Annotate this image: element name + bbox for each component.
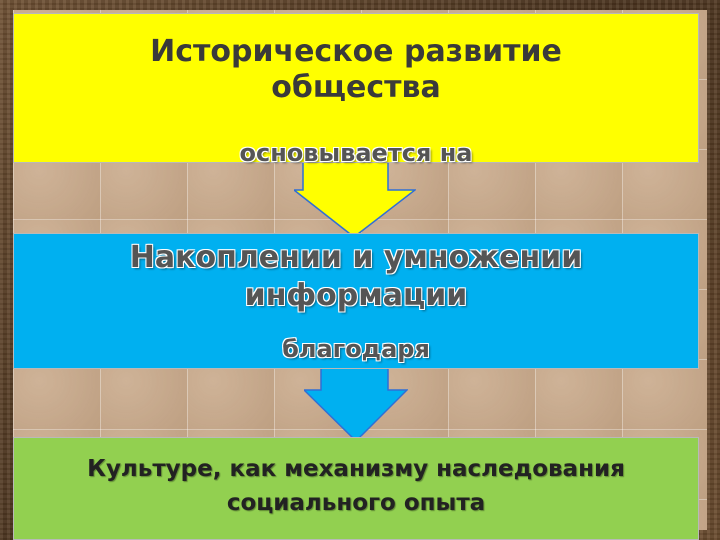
culture-title: Культуре, как механизму наследования соц… [87, 456, 625, 516]
based-on-label: основывается на [239, 139, 473, 167]
information-accumulation-title: Накоплении и умножении информации [129, 240, 583, 313]
down-arrow-icon [304, 366, 408, 442]
culture-box: Культуре, как механизму наследования соц… [13, 437, 699, 540]
information-accumulation-box: Накоплении и умножении информации благод… [13, 233, 699, 369]
historical-development-box: Историческое развитие общества основывае… [13, 13, 699, 167]
historical-development-title: Историческое развитие общества [150, 34, 562, 105]
down-arrow-icon [294, 160, 416, 238]
thanks-to-label: благодаря [282, 335, 430, 363]
